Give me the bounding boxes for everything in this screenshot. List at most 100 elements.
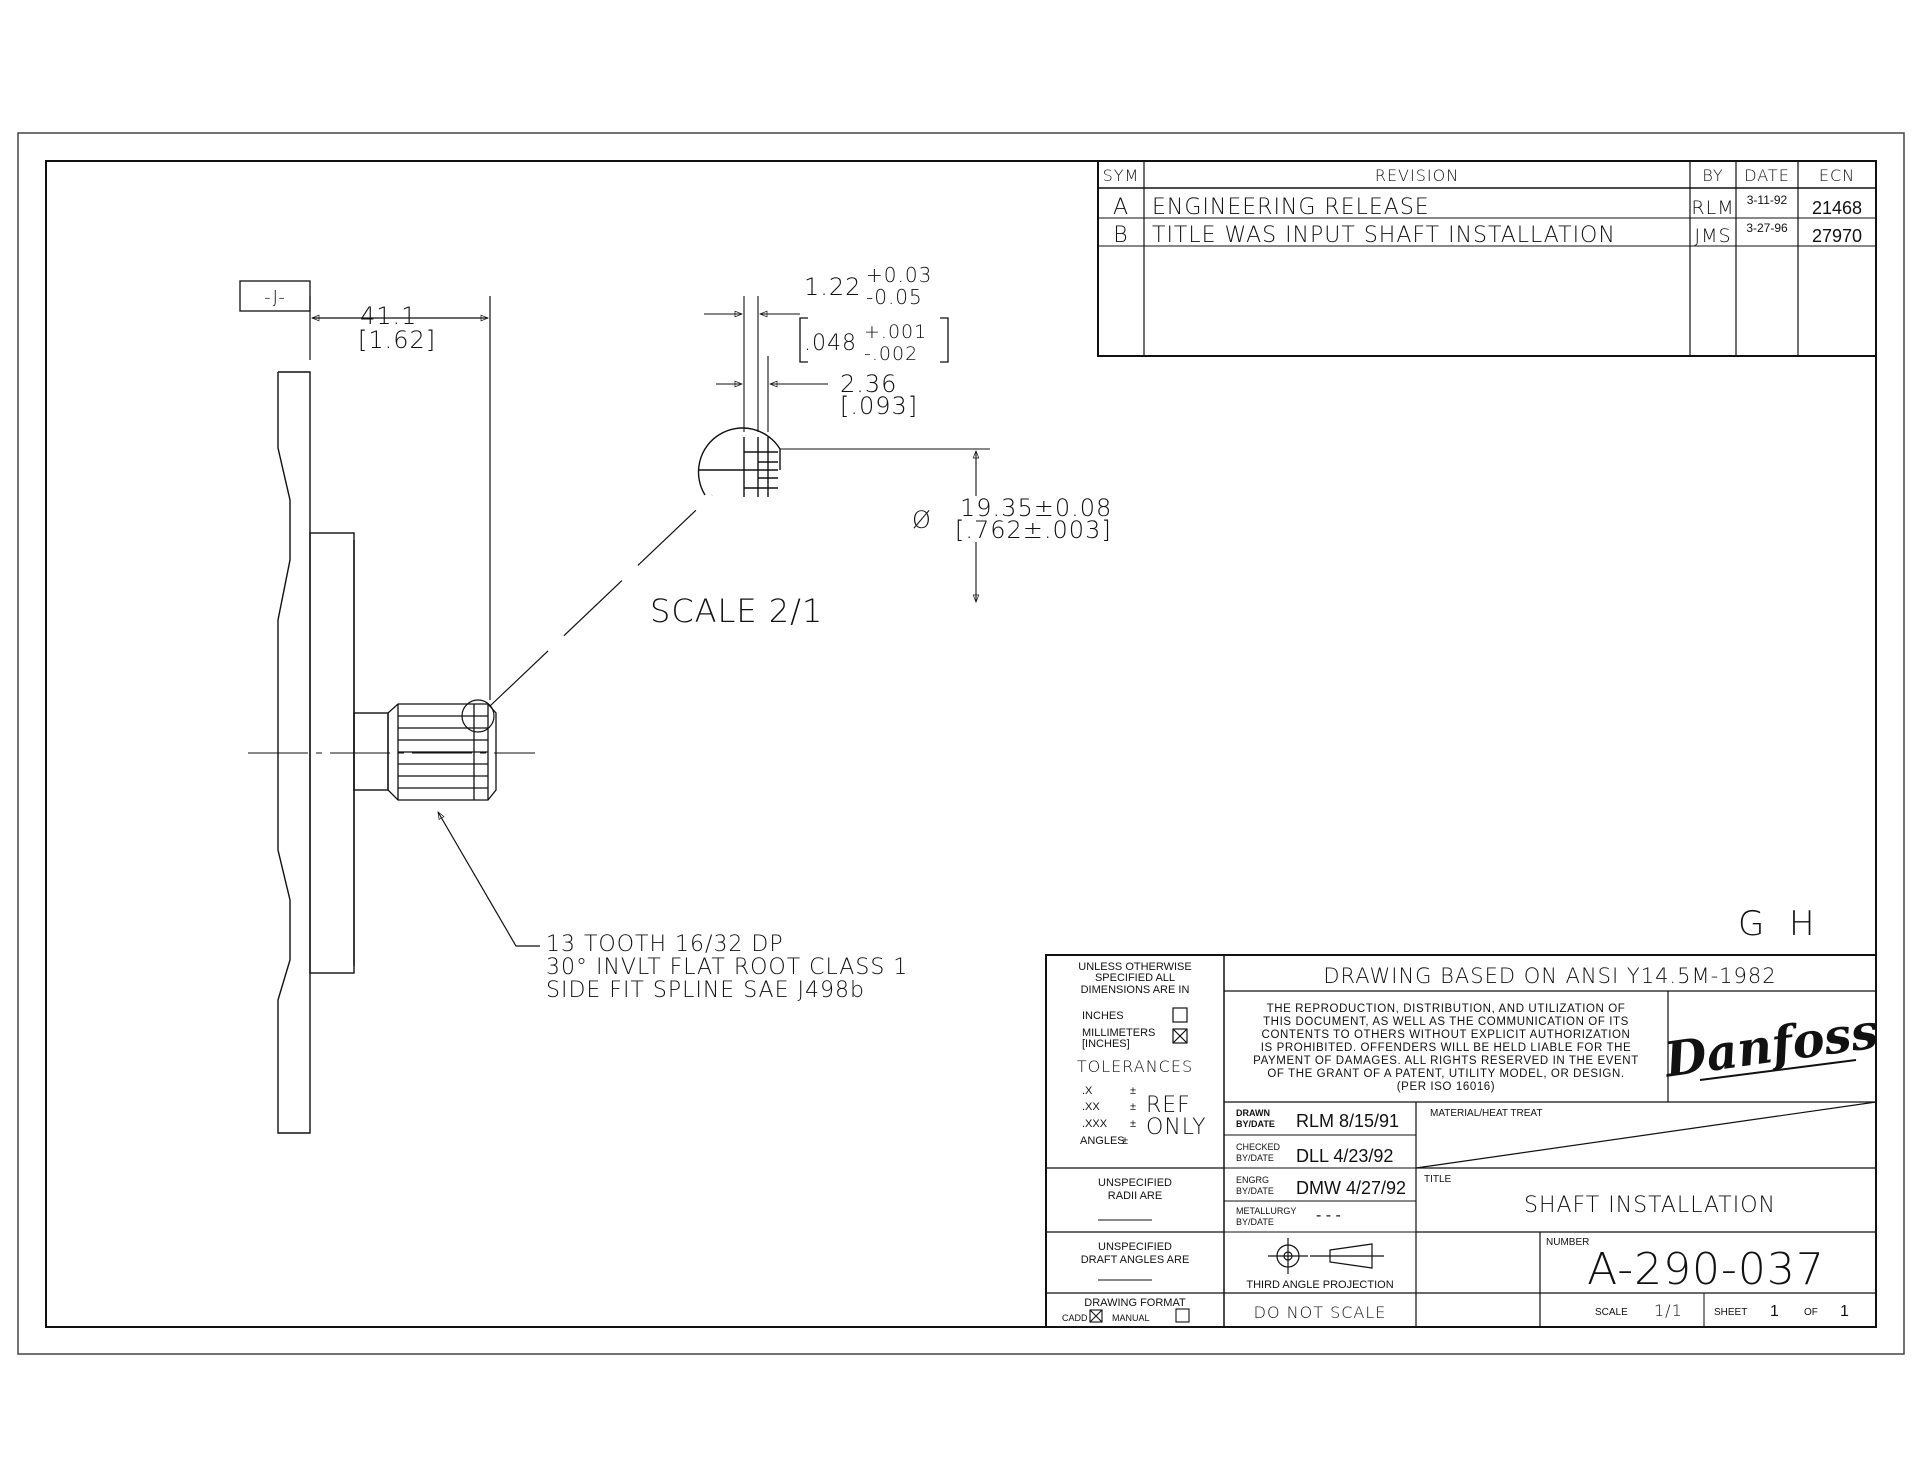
svg-text:THE REPRODUCTION, DISTRIBUTION: THE REPRODUCTION, DISTRIBUTION, AND UTIL… [1267,1003,1626,1015]
radii-label-2: RADII ARE [1108,1190,1162,1202]
engrg-label-1: ENGRG [1236,1175,1269,1185]
note-line-3: SIDE FIT SPLINE SAE J498b [546,978,865,1003]
svg-text:IS PROHIBITED. OFFENDERS WILL: IS PROHIBITED. OFFENDERS WILL BE HELD LI… [1261,1042,1632,1054]
tolerances-label: TOLERANCES [1077,1057,1193,1076]
projection-label: THIRD ANGLE PROJECTION [1246,1279,1393,1291]
outer-border [17,132,1905,1355]
tol-pm: ± [1130,1101,1136,1113]
note-line-1: 13 TOOTH 16/32 DP [546,932,784,957]
dim-width-mm: 2.36 [840,370,897,398]
mm-checkbox-checked [1172,1028,1188,1044]
rev-header-revision: REVISION [1375,166,1459,185]
rev-header-ecn: ECN [1819,166,1855,185]
tol-pm: ± [1130,1118,1136,1130]
rev-row-ecn: 21468 [1812,198,1862,218]
sheet-value: 1 [1770,1303,1779,1320]
draft-label-1: UNSPECIFIED [1098,1241,1172,1253]
tol-xxx: .XXX [1082,1118,1108,1130]
number-label: NUMBER [1546,1237,1589,1248]
scale-value: 1/1 [1654,1301,1683,1320]
drawing-number: A-290-037 [1587,1244,1825,1295]
dim-dia-symbol: Ø [912,506,932,534]
svg-text:CONTENTS TO OTHERS WITHOUT EXP: CONTENTS TO OTHERS WITHOUT EXPLICIT AUTH… [1262,1029,1631,1041]
mm-label-sub: [INCHES] [1082,1038,1130,1050]
rev-header-date: DATE [1744,166,1790,185]
rev-row-revision: TITLE WAS INPUT SHAFT INSTALLATION [1152,223,1616,248]
third-angle-projection-symbol [1268,1238,1384,1274]
tol-x: .X [1082,1085,1093,1097]
tol-ref: REF [1146,1093,1191,1118]
cadd-checkbox-checked [1089,1309,1103,1323]
inches-checkbox [1172,1007,1188,1023]
svg-text:THIS DOCUMENT, AS WELL AS THE: THIS DOCUMENT, AS WELL AS THE COMMUNICAT… [1263,1016,1629,1028]
dim-length-mm: 41.1 [360,302,417,330]
svg-text:PAYMENT OF DAMAGES. ALL RIGHT: PAYMENT OF DAMAGES. ALL RIGHTS RESERVED … [1253,1055,1639,1067]
rev-row-sym: B [1113,223,1128,248]
logo-underline [1699,1059,1857,1081]
dim-gap-mm-tol-plus: +0.03 [866,263,932,287]
dim-gap-bracket-left [799,317,808,363]
svg-text:(PER ISO 16016): (PER ISO 16016) [1397,1081,1495,1093]
rev-row-by: JMS [1694,225,1731,247]
tol-only: ONLY [1146,1115,1207,1140]
tol-pm: ± [1130,1085,1136,1097]
checked-value: DLL 4/23/92 [1296,1146,1393,1166]
flange-profile [277,371,311,1134]
svg-text:OF THE GRANT OF A PATENT, UTIL: OF THE GRANT OF A PATENT, UTILITY MODEL,… [1267,1068,1624,1080]
detail-leader [489,494,713,707]
units-header-3: DIMENSIONS ARE IN [1081,984,1190,996]
of-label: OF [1804,1307,1818,1318]
rev-row-date: 3-11-92 [1747,193,1788,207]
title-block [1045,954,1877,1328]
detail-view [697,427,781,497]
rev-header-by: BY [1702,166,1723,185]
revision-table: SYM REVISION BY DATE ECN A ENGINEERING R… [1097,160,1877,357]
rev-row-date: 3-27-96 [1746,221,1788,235]
rev-header-sym: SYM [1103,166,1140,185]
of-value: 1 [1840,1303,1849,1320]
dim-gap-bracket-right [940,317,949,363]
drawn-value: RLM 8/15/91 [1296,1111,1399,1131]
manual-checkbox [1175,1308,1190,1323]
engrg-value: DMW 4/27/92 [1296,1178,1406,1198]
units-header-2: SPECIFIED ALL [1095,972,1175,984]
dim-dia-in: [.762±.003] [955,516,1112,544]
tol-pm: ± [1122,1135,1128,1147]
zone-letters: G H [1738,904,1816,944]
checked-label-1: CHECKED [1236,1142,1281,1152]
standard-line: DRAWING BASED ON ANSI Y14.5M-1982 [1323,964,1776,988]
legal-notice: THE REPRODUCTION, DISTRIBUTION, AND UTIL… [1253,1003,1639,1093]
note-leader [437,811,540,947]
engrg-label-2: BY/DATE [1236,1186,1274,1196]
metallurgy-value: - - - [1316,1207,1341,1224]
manual-label: MANUAL [1112,1313,1150,1323]
metallurgy-label-2: BY/DATE [1236,1217,1274,1227]
mm-label: MILLIMETERS [1082,1027,1155,1039]
scale-label: SCALE [1595,1307,1628,1318]
format-label: DRAWING FORMAT [1084,1297,1186,1309]
detail-scale-label: SCALE 2/1 [650,592,823,630]
detail-circle-small [461,699,495,733]
datum-label: -J- [264,287,286,308]
units-header-1: UNLESS OTHERWISE [1078,961,1192,973]
dim-gap-in: .048 [804,331,857,356]
rev-row-by: RLM [1691,197,1734,219]
title-label: TITLE [1424,1174,1452,1185]
drawing-title: SHAFT INSTALLATION [1524,1193,1776,1218]
dim-gap-in-tol-plus: +.001 [864,321,927,343]
draft-label-2: DRAFT ANGLES ARE [1081,1254,1190,1266]
dim-dia-mm: 19.35±0.08 [960,494,1112,522]
rev-row-revision: ENGINEERING RELEASE [1152,195,1430,220]
inner-border [45,160,1877,1328]
checked-label-2: BY/DATE [1236,1153,1274,1163]
dim-length-in: [1.62] [358,326,436,354]
cadd-label: CADD [1062,1313,1088,1323]
metallurgy-label-1: METALLURGY [1236,1206,1296,1216]
dim-gap-mm: 1.22 [804,273,861,301]
dim-gap-mm-tol-minus: -0.05 [866,285,923,309]
do-not-scale: DO NOT SCALE [1254,1303,1387,1322]
tol-xx: .XX [1082,1101,1100,1113]
tol-angles: ANGLES [1080,1135,1125,1147]
drawn-label-2: BY/DATE [1236,1119,1275,1129]
